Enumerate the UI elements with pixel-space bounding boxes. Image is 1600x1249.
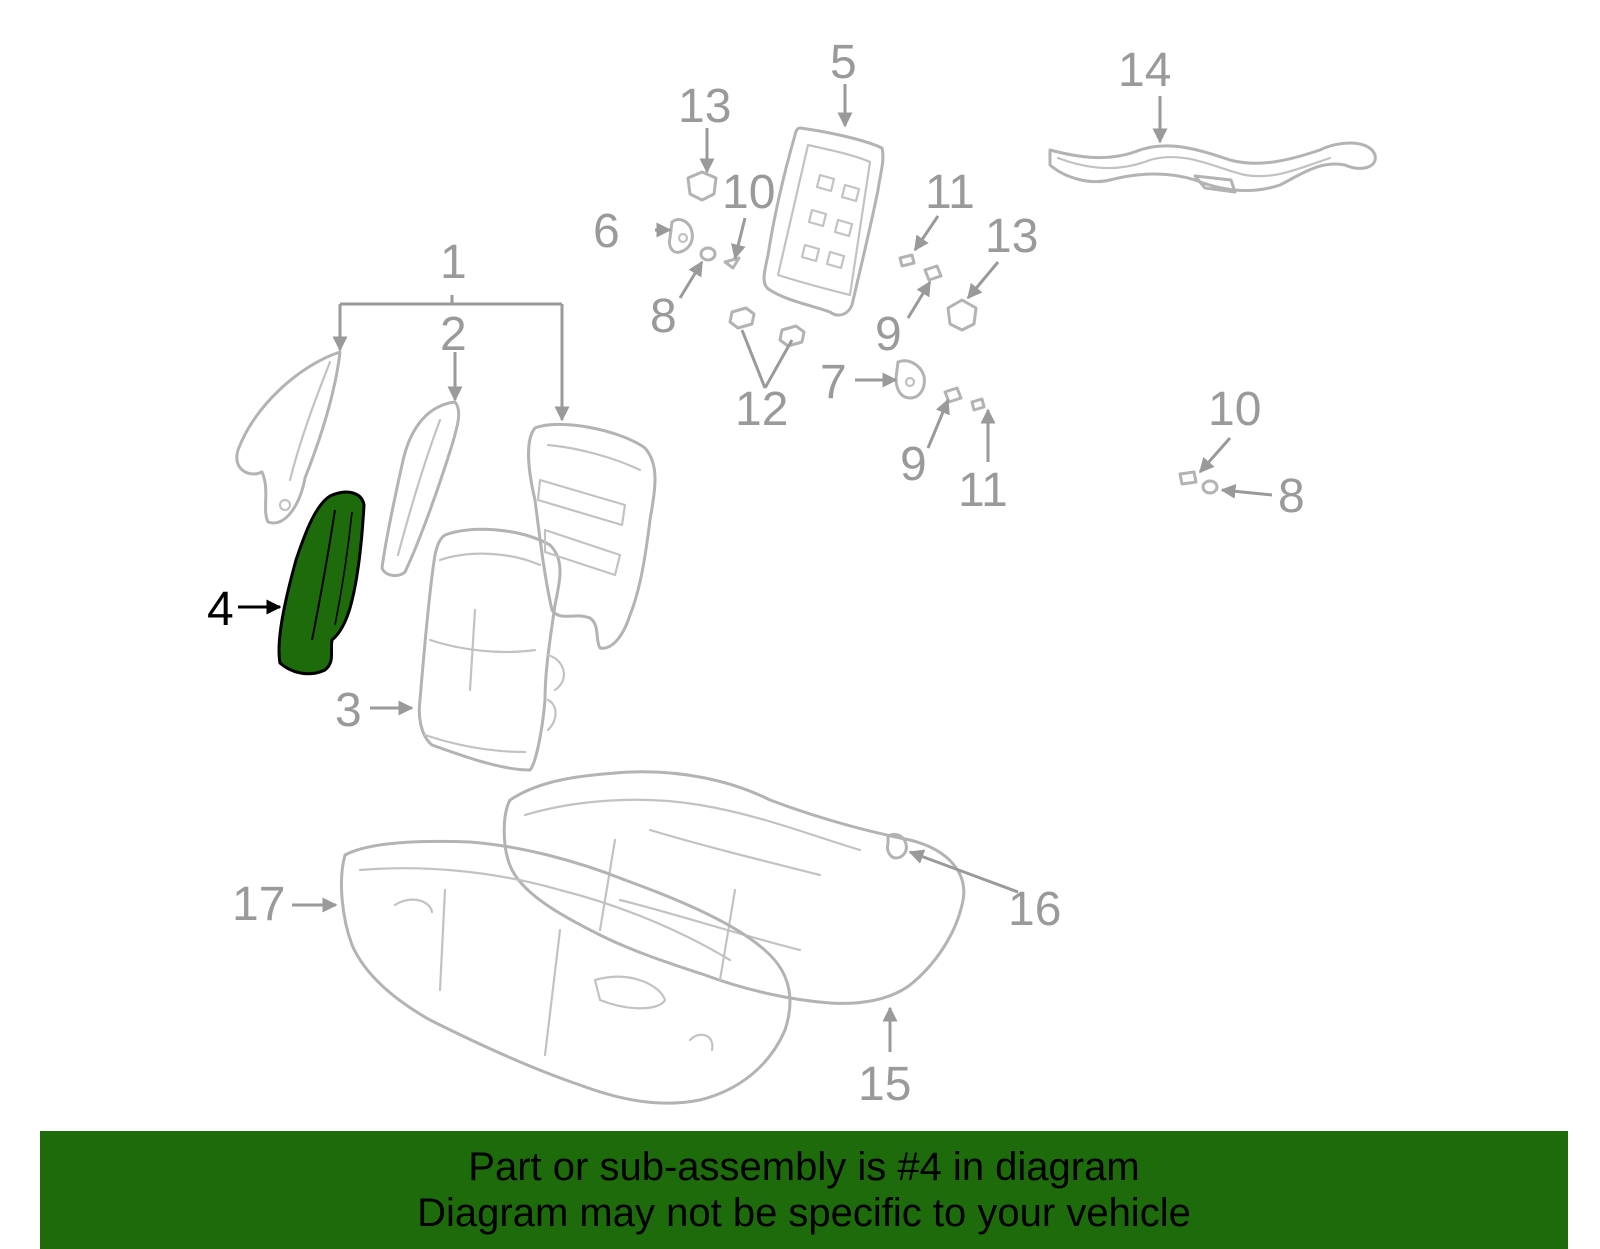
part-7-hinge-bracket-lower[interactable]	[894, 359, 926, 400]
part-5-seat-back-frame[interactable]	[762, 126, 885, 317]
callout-10-upper: 10	[722, 166, 775, 219]
seat-back-rear-panel	[527, 422, 657, 650]
part-4-highlighted-bolster[interactable]	[277, 490, 366, 676]
part-14-wire-rod[interactable]	[1048, 141, 1377, 194]
part-13-clip-upper[interactable]	[686, 170, 718, 202]
callout-13-upper: 13	[678, 80, 731, 133]
part-11-bolt-lower[interactable]	[970, 397, 986, 412]
callout-2: 2	[440, 308, 467, 361]
part-13-clip-right[interactable]	[946, 298, 978, 332]
part-9-bushing-upper[interactable]	[923, 264, 943, 282]
part-10-bolt-right[interactable]	[1178, 470, 1198, 486]
leader-lines	[238, 84, 1273, 1052]
callout-11-lower: 11	[958, 464, 1008, 517]
callout-labels: 1 2 3 4 5 6 7 8 8 9 9 10 10 11 11 12 13 …	[207, 36, 1305, 1111]
callout-11-upper: 11	[925, 166, 975, 219]
callout-3: 3	[335, 684, 362, 737]
part-16-clip[interactable]	[886, 832, 908, 860]
callout-1: 1	[440, 236, 467, 289]
part-10-bolt-upper[interactable]	[723, 256, 741, 270]
callout-6: 6	[593, 205, 620, 258]
callout-17: 17	[232, 878, 285, 931]
callout-5: 5	[830, 36, 857, 89]
callout-9-lower: 9	[900, 438, 927, 491]
callout-12: 12	[735, 383, 788, 436]
callout-4: 4	[207, 583, 234, 636]
part-17-seat-cushion-cover[interactable]	[340, 839, 792, 1105]
banner-line-part: Part or sub-assembly is #4 in diagram	[468, 1145, 1140, 1189]
callout-16: 16	[1008, 883, 1061, 936]
info-banner: Part or sub-assembly is #4 in diagram Di…	[40, 1131, 1568, 1249]
part-12-clips[interactable]	[728, 306, 806, 348]
callout-13-right: 13	[985, 210, 1038, 263]
callout-14: 14	[1118, 44, 1171, 97]
banner-line-disclaimer: Diagram may not be specific to your vehi…	[417, 1191, 1191, 1235]
part-2-bolster-pad[interactable]	[380, 400, 461, 577]
part-8-nut-right[interactable]	[1201, 479, 1219, 495]
part-15-seat-cushion[interactable]	[502, 770, 966, 1005]
part-11-bolt-right[interactable]	[898, 253, 916, 268]
callout-8-upper: 8	[650, 290, 677, 343]
part-8-nut-upper[interactable]	[699, 246, 717, 262]
callout-9-upper: 9	[875, 308, 902, 361]
callout-15: 15	[858, 1058, 911, 1111]
callout-10-right: 10	[1208, 383, 1261, 436]
part-6-hinge-bracket[interactable]	[668, 218, 694, 254]
part-3-seat-back-cover[interactable]	[417, 527, 565, 772]
callout-8-right: 8	[1278, 470, 1305, 523]
part-1-bolster-cover[interactable]	[235, 350, 342, 525]
callout-7: 7	[820, 356, 847, 409]
